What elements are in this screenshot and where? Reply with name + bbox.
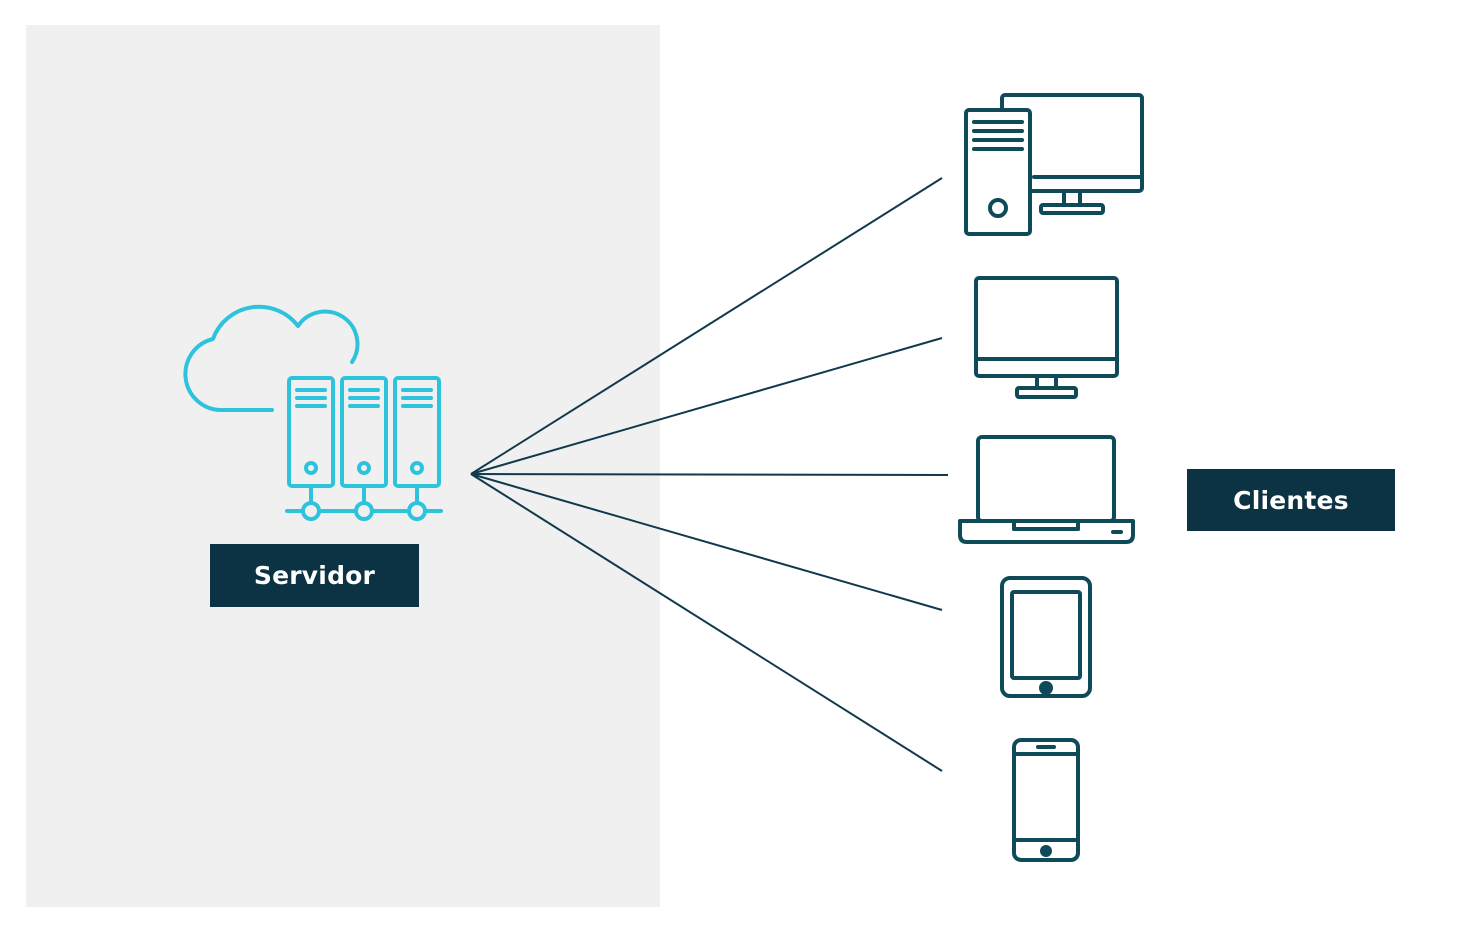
connector-lines [470,177,949,772]
laptop-icon [958,435,1135,544]
connector-line-smartphone [470,473,943,772]
connector-line-laptop [470,473,949,476]
server-rack-icon [285,376,443,521]
tablet-icon [1000,576,1092,698]
server-label: Servidor [210,544,419,607]
connector-line-desktop [470,177,943,475]
smartphone-icon [1012,738,1080,862]
clients-label: Clientes [1187,469,1395,531]
cloud-icon [183,304,360,413]
desktop-tower-icon [964,93,1144,236]
server-label-text: Servidor [253,561,376,590]
connector-line-monitor [470,337,943,475]
connector-line-tablet [470,473,943,611]
clients-label-text: Clientes [1233,485,1349,515]
monitor-icon [974,276,1119,399]
